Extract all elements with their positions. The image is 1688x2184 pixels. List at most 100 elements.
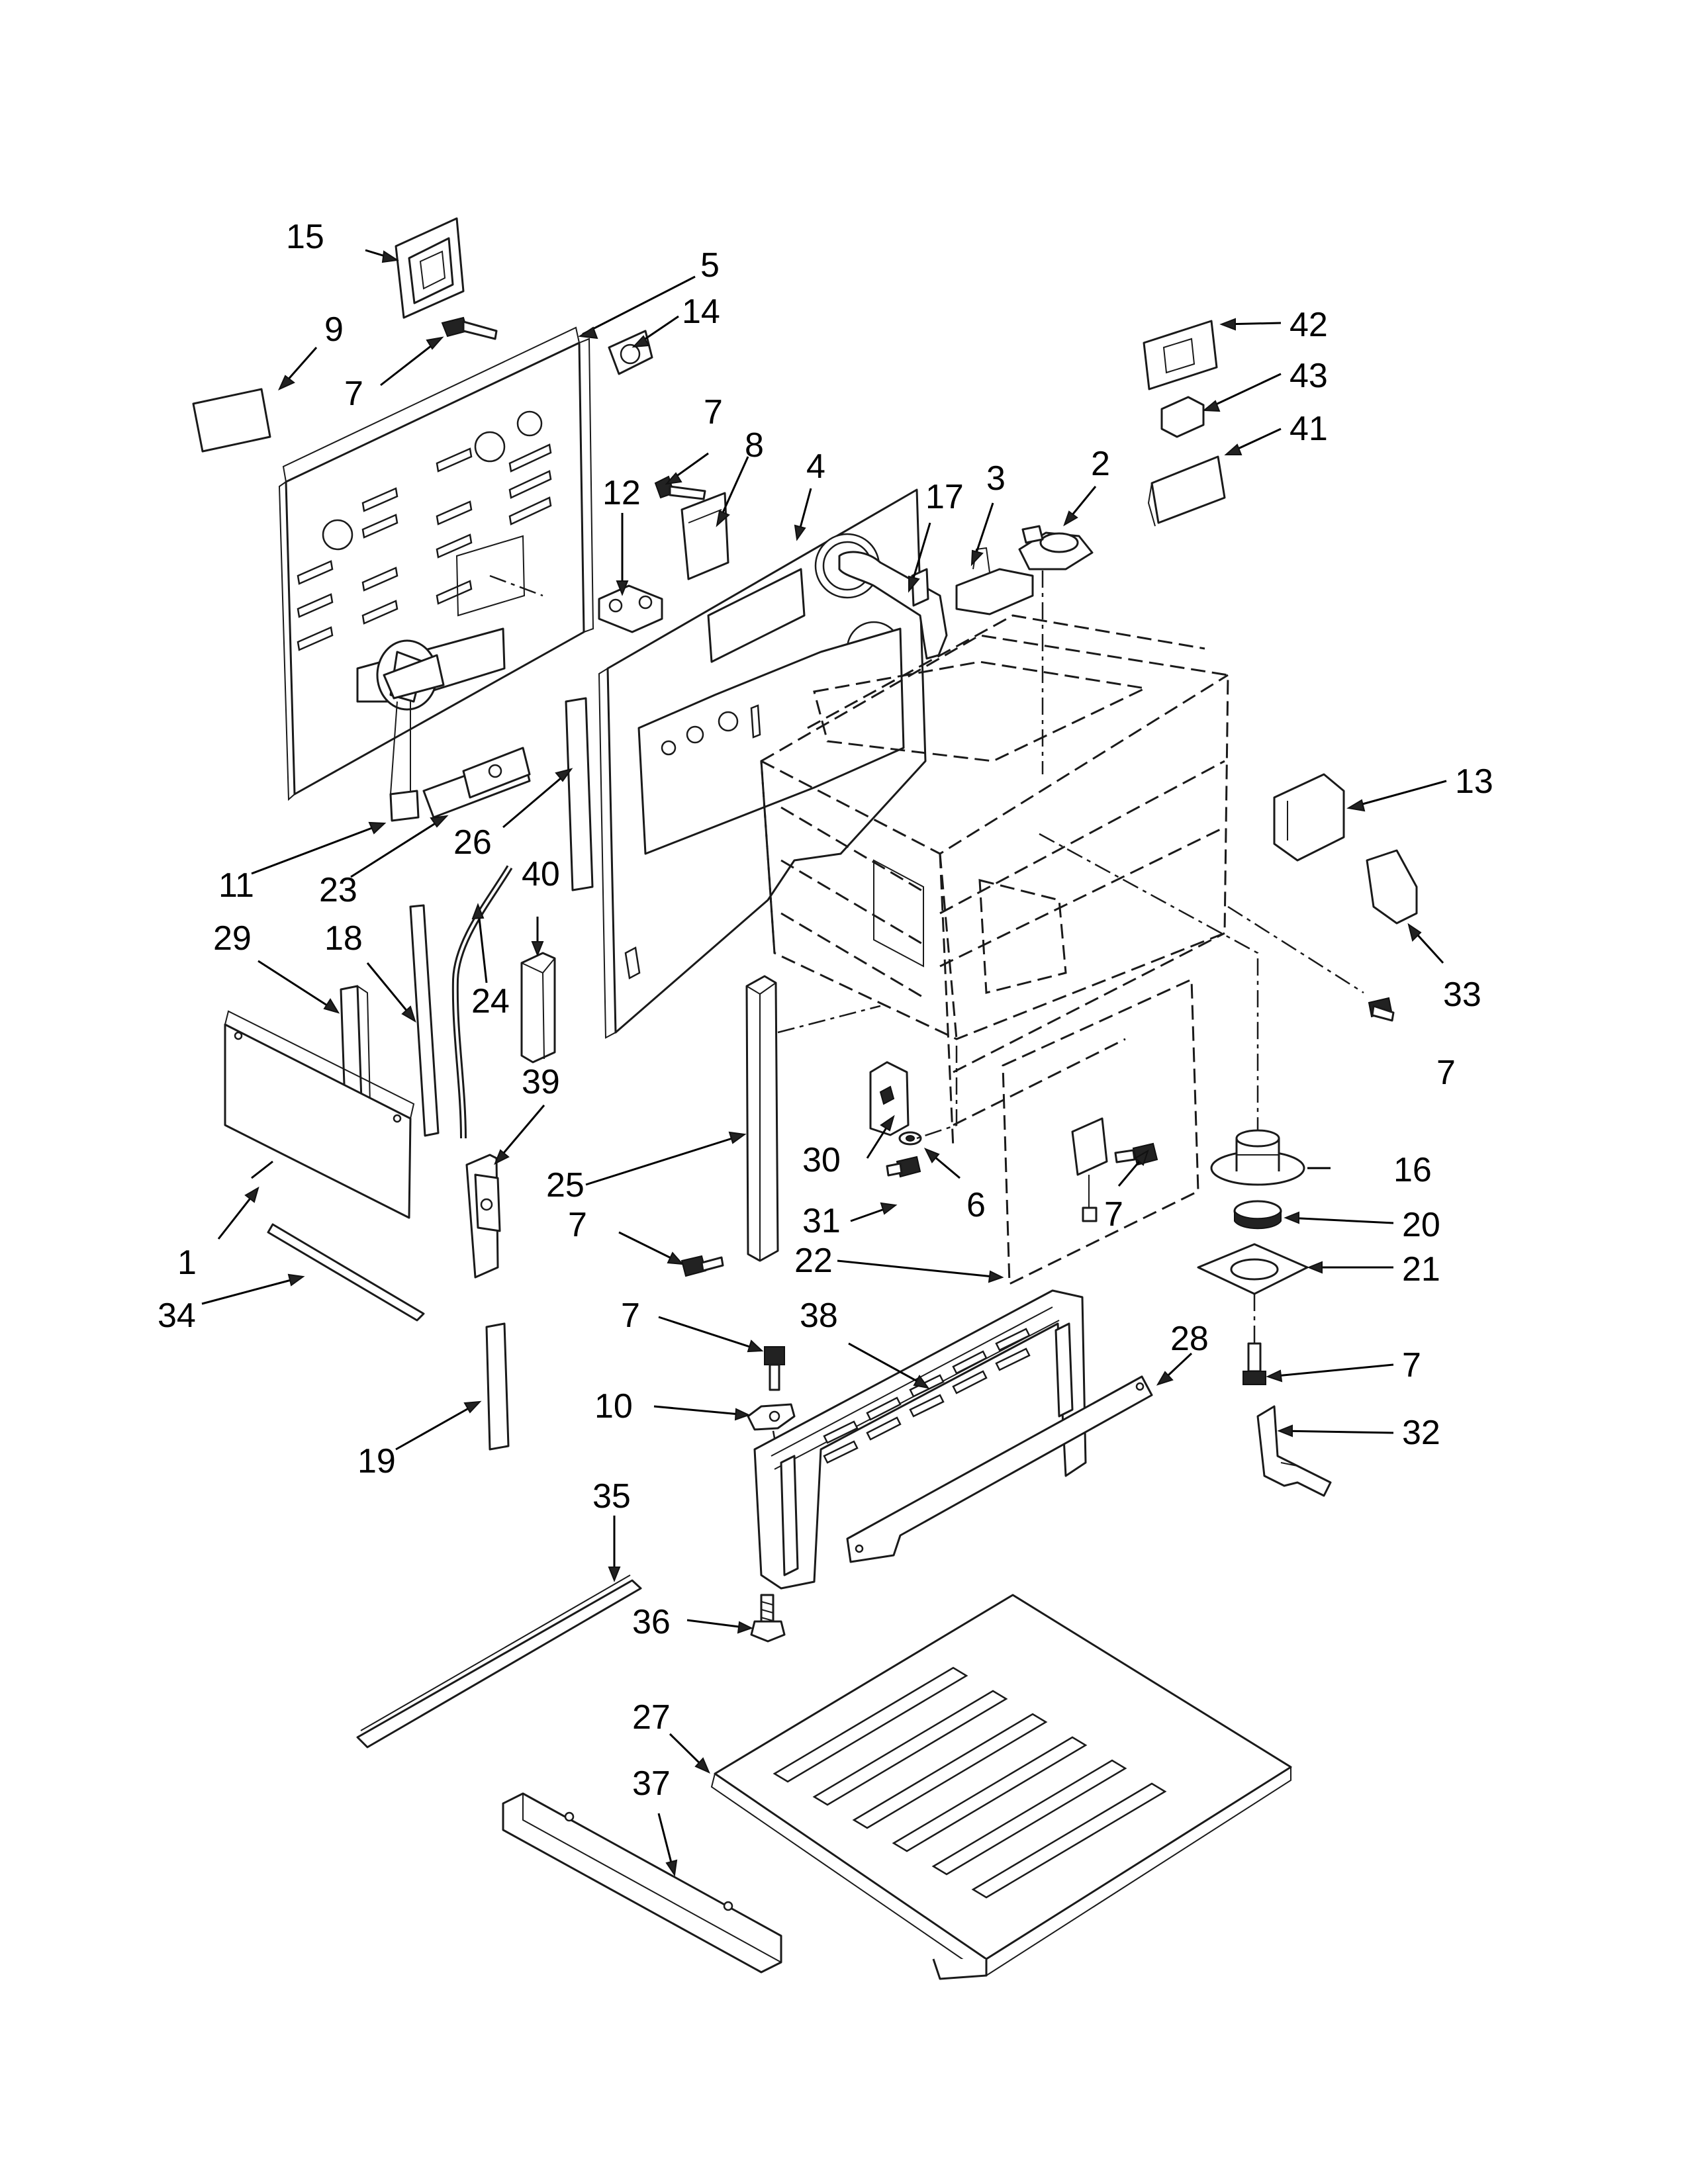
callout-35: 35 [592, 1477, 631, 1516]
callout-34: 34 [158, 1297, 196, 1335]
part-10-bracket [747, 1403, 796, 1431]
callout-39: 39 [522, 1063, 560, 1101]
callout-36: 36 [632, 1603, 671, 1641]
callout-41: 41 [1289, 410, 1328, 448]
part-7-screw-22 [1114, 1142, 1158, 1166]
callout-30: 30 [802, 1141, 841, 1179]
callout-9: 9 [324, 310, 344, 349]
part-2-regulator [1018, 525, 1094, 570]
part-37-rail [502, 1792, 782, 1974]
callout-10: 10 [594, 1387, 633, 1426]
part-40-insulation [520, 952, 556, 1064]
callout-18: 18 [324, 919, 363, 958]
part-43-relay [1160, 396, 1205, 438]
callout-21: 21 [1402, 1250, 1440, 1289]
part-15-vent-trim [395, 217, 465, 319]
callout-19: 19 [357, 1442, 396, 1480]
callout-42: 42 [1289, 306, 1328, 344]
leader-lines [201, 249, 1447, 1877]
callout-7-right: 7 [1436, 1054, 1456, 1092]
part-9-cover-plate [192, 388, 271, 453]
callout-43: 43 [1289, 357, 1328, 395]
part-11-convection-fan [356, 627, 506, 822]
callout-7-top: 7 [344, 375, 363, 413]
callout-1: 1 [177, 1244, 197, 1282]
callout-8: 8 [745, 426, 764, 465]
callout-7-mid: 7 [704, 393, 723, 432]
callout-4: 4 [806, 447, 825, 486]
line-cavity-to-7 [1227, 905, 1364, 994]
part-7-screw-bracket [764, 1346, 785, 1391]
callout-27: 27 [632, 1698, 671, 1737]
callout-3: 3 [986, 459, 1006, 498]
callout-7-bracket: 7 [621, 1297, 640, 1335]
part-35-rail [356, 1574, 642, 1749]
part-34-strip [267, 1223, 425, 1322]
part-7-screw-left [680, 1255, 724, 1277]
part-7-screw-bottom-right [1243, 1342, 1266, 1385]
callout-7-left: 7 [568, 1206, 587, 1244]
line-cavity-to-16 [1039, 833, 1259, 1152]
part-38-front-frame [753, 1289, 1087, 1590]
part-24-tube [451, 865, 513, 1139]
callout-2: 2 [1091, 445, 1110, 483]
callout-7-bottom-right: 7 [1402, 1346, 1421, 1385]
part-3-valve [955, 547, 1034, 615]
part-5-rear-panel [278, 326, 594, 801]
part-20-screen [1233, 1200, 1282, 1230]
callout-7-22: 7 [1104, 1195, 1123, 1234]
callout-6: 6 [966, 1186, 986, 1224]
callout-28: 28 [1170, 1320, 1209, 1358]
part-22-outline [1002, 978, 1199, 1286]
callout-32: 32 [1402, 1414, 1440, 1452]
callout-24: 24 [471, 982, 510, 1021]
callout-13: 13 [1455, 762, 1493, 801]
part-16-flange [1210, 1129, 1305, 1186]
part-13-cover [1273, 773, 1345, 862]
callout-15: 15 [286, 218, 324, 256]
part-6-washer [898, 1131, 922, 1146]
line-25-to-cavity [777, 1005, 881, 1034]
callout-26: 26 [453, 823, 492, 862]
callout-40: 40 [522, 855, 560, 893]
part-21-gasket [1197, 1243, 1309, 1295]
part-30-latch [869, 1061, 910, 1136]
part-7-screw-top [441, 316, 498, 340]
callout-37: 37 [632, 1764, 671, 1803]
part-26-strip [565, 697, 594, 891]
part-41-bracket [1147, 455, 1226, 527]
callout-33: 33 [1443, 976, 1481, 1014]
part-27-bottom-panel [710, 1594, 1292, 1980]
callout-25: 25 [546, 1166, 585, 1205]
part-12-terminal-block [598, 584, 663, 633]
part-42-plate [1143, 320, 1218, 390]
callout-11: 11 [218, 866, 254, 905]
part-23-bracket [422, 747, 531, 819]
part-7-screw-right [1368, 997, 1395, 1022]
part-14-thermostat [608, 330, 653, 375]
callout-17: 17 [925, 478, 964, 516]
callout-23: 23 [319, 871, 357, 909]
callout-20: 20 [1402, 1206, 1440, 1244]
part-25-channel [745, 975, 779, 1262]
part-31-screw [886, 1156, 921, 1178]
part-36-leveling-leg [750, 1594, 786, 1643]
callout-5: 5 [700, 246, 720, 285]
oven-cavity-outline [760, 614, 1229, 1149]
callout-14: 14 [682, 293, 720, 331]
callout-38: 38 [800, 1297, 838, 1335]
line-latch-to-washer [916, 1046, 958, 1140]
part-1-lower-panel [224, 1010, 415, 1219]
callout-16: 16 [1393, 1151, 1432, 1189]
part-19-strip [485, 1322, 510, 1451]
callout-12: 12 [602, 474, 641, 512]
part-18-strip [409, 904, 440, 1137]
part-28-strip [846, 1375, 1153, 1563]
part-32-bracket [1256, 1405, 1332, 1497]
part-8-bracket [680, 492, 729, 580]
callout-31: 31 [802, 1202, 841, 1240]
callout-22: 22 [794, 1242, 833, 1280]
callout-29: 29 [213, 919, 252, 958]
part-39-hinge [465, 1154, 501, 1279]
